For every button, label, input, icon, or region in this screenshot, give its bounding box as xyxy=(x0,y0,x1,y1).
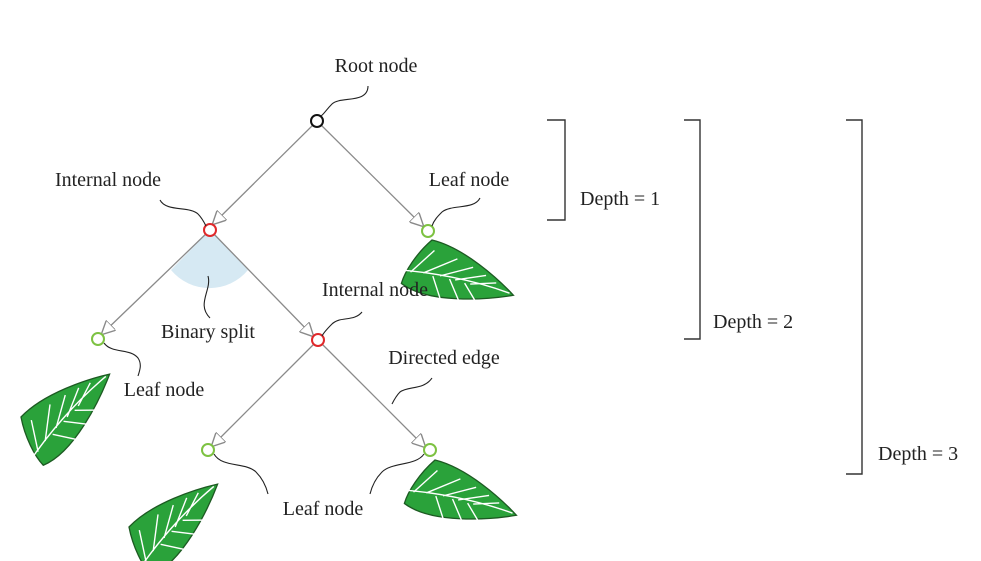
callout-line xyxy=(321,311,363,337)
leaf-icon xyxy=(17,373,118,468)
binary-split-label: Binary split xyxy=(161,321,255,343)
leaf-node xyxy=(201,443,215,457)
callout-line xyxy=(103,342,141,377)
root-node xyxy=(310,114,324,128)
leaf-node xyxy=(421,224,435,238)
internal-node xyxy=(311,333,325,347)
leaf-node-label: Leaf node xyxy=(429,169,510,191)
leaf-icon xyxy=(125,483,226,561)
callout-line xyxy=(369,453,425,495)
depth-2-label: Depth = 2 xyxy=(713,311,793,333)
edge-root-internal-1 xyxy=(213,120,318,224)
depth-1-label: Depth = 1 xyxy=(580,188,660,210)
depth-bracket-3 xyxy=(846,119,863,475)
internal-node-label: Internal node xyxy=(55,169,161,191)
depth-bracket-2 xyxy=(684,119,701,340)
callout-line xyxy=(213,453,269,495)
leaf-node xyxy=(91,332,105,346)
binary-split-wedge xyxy=(171,230,248,289)
leaf-icon xyxy=(393,439,518,561)
depth-bracket-1 xyxy=(547,119,566,221)
callout-line xyxy=(431,197,481,227)
edge-internal-2-leaf-right xyxy=(317,339,425,447)
edge-internal-1-leaf xyxy=(102,229,211,334)
callout-line xyxy=(203,275,211,319)
leaf-node xyxy=(423,443,437,457)
callout-line xyxy=(159,199,207,227)
root-node-label: Root node xyxy=(335,55,418,77)
depth-3-label: Depth = 3 xyxy=(878,443,958,465)
leaf-node-label: Leaf node xyxy=(283,498,364,520)
edge-internal-1-internal-2 xyxy=(209,229,313,336)
edge-root-leaf xyxy=(316,120,423,226)
internal-node-label: Internal node xyxy=(322,279,428,301)
leaf-node-label: Leaf node xyxy=(124,379,205,401)
callout-line xyxy=(320,85,369,117)
callout-line xyxy=(391,377,433,405)
directed-edge-label: Directed edge xyxy=(388,347,500,369)
internal-node xyxy=(203,223,217,237)
edge-internal-2-leaf-left xyxy=(212,339,319,446)
